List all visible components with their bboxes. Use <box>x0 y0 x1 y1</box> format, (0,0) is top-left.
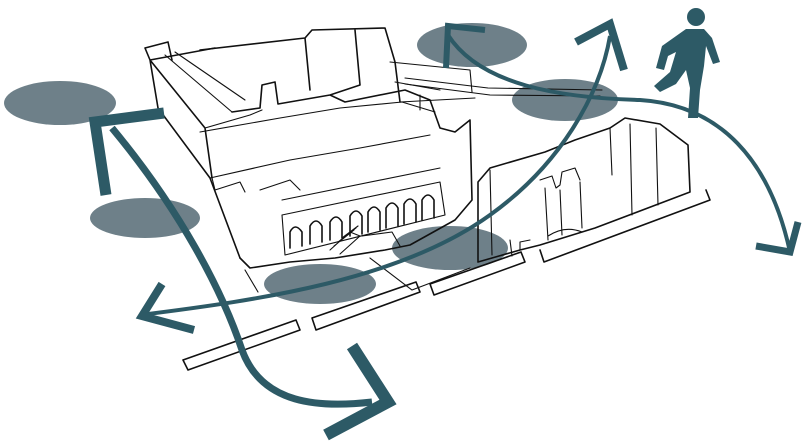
ground-walls <box>182 189 711 371</box>
central-hall-outline <box>199 27 473 269</box>
zone-north-left <box>4 81 116 125</box>
zone-south-east <box>392 226 508 270</box>
south-west-arrowhead <box>135 281 196 334</box>
walking-person-icon <box>654 8 720 118</box>
arcade-frame <box>281 167 446 256</box>
east-annex-details <box>489 123 659 257</box>
activity-zones <box>4 23 618 304</box>
north-west-arrowhead <box>88 107 165 196</box>
west-sweep-arrow-path <box>109 125 373 408</box>
north-east-arrowhead <box>574 18 628 72</box>
arcade-windows <box>289 194 435 249</box>
entrance-stairs <box>329 225 401 255</box>
diagonal-rising-arrow-path <box>139 35 612 317</box>
west-wing-outline <box>144 41 241 259</box>
top-north-arrowhead <box>443 22 486 69</box>
west-sweep-arrowhead-south <box>323 342 397 441</box>
central-hall-roof <box>199 101 436 193</box>
west-wing-roof <box>164 51 263 129</box>
movement-arrows <box>88 18 802 441</box>
top-arc-arrow-path <box>446 33 792 253</box>
connecting-bridge <box>404 77 603 97</box>
building-sketch <box>144 27 711 371</box>
east-annex <box>477 117 691 263</box>
east-south-arrowhead <box>755 221 802 257</box>
